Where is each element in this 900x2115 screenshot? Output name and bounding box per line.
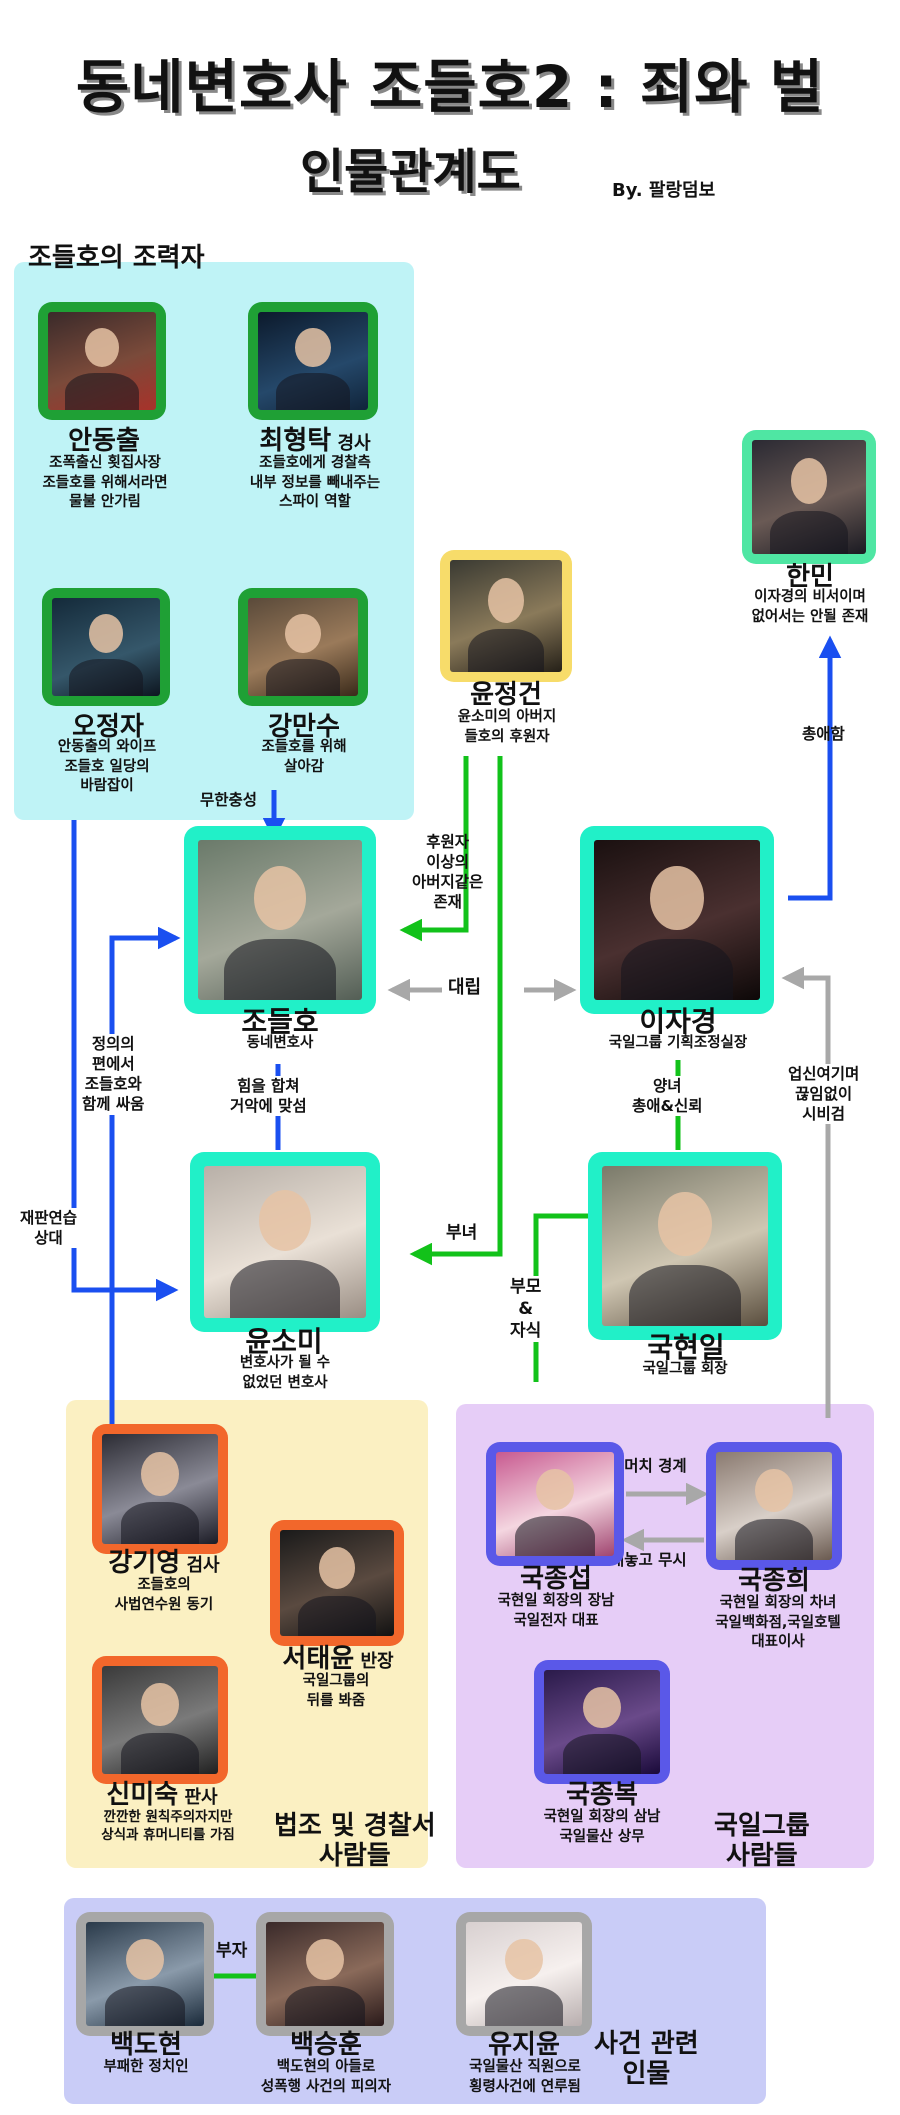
desc-guk: 국일그룹 회장 (642, 1361, 728, 1377)
photo-jonghee (706, 1442, 842, 1570)
desc-jongbok: 국현일 회장의 삼남 국일물산 상무 (543, 1809, 661, 1845)
group-label-gukil: 국일그룹 사람들 (714, 1811, 810, 1871)
author-credit: By. 팔랑덤보 (612, 180, 716, 201)
desc-jongsub: 국현일 회장의 장남 국일전자 대표 (497, 1593, 615, 1629)
edge-line-trial (71, 820, 179, 1302)
edge-label-sponsor: 후원자 이상의 아버지같은 존재 (412, 833, 484, 912)
edge-label-together: 힘을 합쳐 거악에 맞섬 (230, 1076, 307, 1117)
desc-ahn: 조폭출신 횟집사장 조들호를 위해서라면 물불 안가림 (42, 455, 168, 511)
photo-baekseung (256, 1912, 394, 2036)
edge-line-dote (788, 635, 842, 901)
name-jongsub: 국종섭 (520, 1564, 592, 1594)
name-jo: 조들호 (241, 1005, 319, 1038)
desc-jo: 동네변호사 (246, 1035, 314, 1051)
edge-line-sponsor (399, 756, 469, 942)
photo-jo (184, 826, 376, 1014)
edge-label-parentchild: 부모 & 자식 (510, 1276, 542, 1343)
photo-shin (92, 1656, 228, 1784)
name-yoons: 윤소미 (245, 1325, 323, 1358)
edge-line-fatherdaughter (409, 756, 503, 1266)
desc-baekseung: 백도현의 아들로 성폭행 사건의 피의자 (260, 2059, 392, 2095)
desc-yoonj: 윤소미의 아버지 들호의 후원자 (457, 709, 557, 745)
name-seo: 서태윤 반장 (282, 1644, 394, 1674)
edge-label-dote: 총애함 (802, 725, 845, 743)
edge-label-justice: 정의의 편에서 조들호와 함께 싸움 (82, 1034, 145, 1115)
name-hanmin: 한민 (786, 562, 834, 592)
edge-line-justice (109, 926, 181, 1424)
photo-jongsub (486, 1442, 624, 1566)
name-jongbok: 국종복 (566, 1780, 638, 1810)
photo-jongbok (534, 1660, 670, 1784)
edge-line-despise (781, 966, 831, 1418)
photo-ahn (38, 302, 166, 420)
name-baekseung: 백승훈 (290, 2030, 362, 2060)
edge-label-trial: 재판연습 상대 (20, 1208, 78, 1249)
desc-yoons: 변호사가 될 수 없었던 변호사 (239, 1355, 331, 1391)
photo-kang (238, 588, 368, 706)
edge-label-fatherson: 부자 (216, 1941, 248, 1961)
desc-shin: 깐깐한 원칙주의자지만 상식과 휴머니티를 가짐 (101, 1809, 235, 1844)
name-shin: 신미숙 판사 (106, 1780, 218, 1810)
edge-label-fatherdaughter: 부녀 (446, 1223, 478, 1243)
group-label-allies: 조들호의 조력자 (28, 243, 205, 273)
photo-hanmin (742, 430, 876, 564)
desc-kang: 조들호를 위해 살아감 (261, 739, 347, 775)
name-oh: 오정자 (72, 712, 144, 742)
desc-kanggy: 조들호의 사법연수원 동기 (114, 1577, 214, 1613)
name-yoo: 유지윤 (488, 2030, 560, 2060)
edge-line-parentchild (533, 1213, 588, 1382)
name-baekdo: 백도현 (110, 2030, 182, 2060)
edge-label-adopted: 양녀 총애&신뢰 (632, 1076, 703, 1117)
desc-choi: 조들호에게 경찰측 내부 정보를 빼내주는 스파이 역할 (249, 455, 381, 511)
photo-seo (270, 1520, 404, 1646)
name-jonghee: 국종희 (738, 1566, 810, 1596)
group-label-law: 법조 및 경찰서 사람들 (274, 1811, 436, 1871)
name-kanggy: 강기영 검사 (108, 1548, 220, 1578)
edge-label-rival: 투머치 경계 (610, 1457, 687, 1475)
edge-label-despise: 업신여기며 끊임없이 시비검 (788, 1064, 860, 1125)
name-choi: 최형탁 경사 (259, 426, 371, 456)
desc-baekdo: 부패한 정치인 (103, 2059, 189, 2075)
edge-label-loyal: 무한충성 (200, 791, 258, 809)
desc-seo: 국일그룹의 뒤를 봐줌 (302, 1673, 370, 1709)
group-label-incident: 사건 관련 인물 (594, 2029, 699, 2089)
photo-guk (588, 1152, 782, 1340)
name-yoonj: 윤정건 (470, 680, 542, 710)
name-kang: 강만수 (268, 712, 340, 742)
photo-yoo (456, 1912, 592, 2036)
desc-oh: 안동출의 와이프 조들호 일당의 바람잡이 (57, 739, 157, 795)
name-lee: 이자경 (639, 1005, 717, 1038)
photo-yoonj (440, 550, 572, 682)
edge-label-ignore: 대놓고 무시 (610, 1551, 687, 1569)
photo-oh (42, 588, 170, 706)
desc-yoo: 국일물산 직원으로 횡령사건에 연루됨 (469, 2059, 581, 2095)
photo-choi (248, 302, 378, 420)
name-ahn: 안동출 (68, 426, 140, 456)
desc-lee: 국일그룹 기획조정실장 (608, 1035, 748, 1051)
photo-baekdo (76, 1912, 214, 2036)
photo-kanggy (92, 1424, 228, 1554)
photo-lee (580, 826, 774, 1014)
photo-yoons (190, 1152, 380, 1332)
page-subtitle: 인물관계도 (300, 144, 521, 200)
desc-hanmin: 이자경의 비서이며 없어서는 안될 존재 (751, 589, 869, 625)
name-guk: 국현일 (647, 1331, 725, 1364)
page-title: 동네변호사 조들호2 : 죄와 벌 (75, 53, 825, 121)
desc-jonghee: 국현일 회장의 차녀 국일백화점,국일호텔 대표이사 (715, 1595, 841, 1651)
edge-label-oppose: 대립 (448, 977, 482, 998)
